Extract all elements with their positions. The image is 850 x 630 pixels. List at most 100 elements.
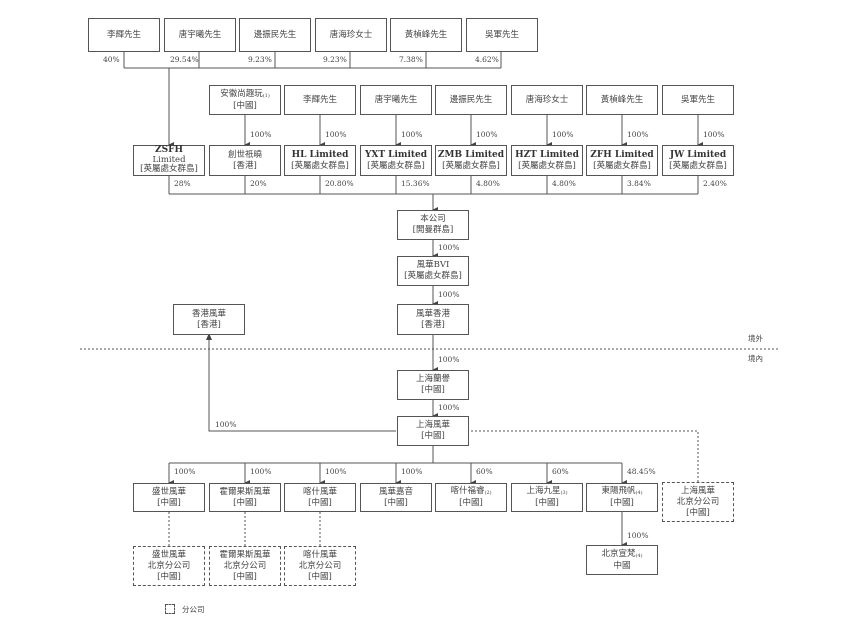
entity-location: 中國 <box>613 560 631 571</box>
pct-label: 100% <box>438 355 460 364</box>
entity-name: 風華嘉音 <box>378 486 413 497</box>
pct-label: 100% <box>476 130 498 139</box>
holding-entity-box: HZT Limited[英屬處女群島] <box>511 145 583 176</box>
subsidiary-box: 東陽飛帆(4)[中國] <box>586 483 658 512</box>
subsidiary-box: 霍爾果斯風華[中國] <box>209 483 281 512</box>
entity-name: HL Limited <box>291 149 349 160</box>
offshore-label: 境外 <box>748 334 763 343</box>
entity-name-line2: 北京分公司 <box>147 560 191 571</box>
legend-label: 分公司 <box>182 605 205 614</box>
footnote: (3) <box>560 490 568 496</box>
entity-location: [中國] <box>421 431 445 441</box>
pct-label: 60% <box>552 467 569 476</box>
entity-name: 風華BVI <box>416 260 450 270</box>
entity-name: ZMB Limited <box>437 149 505 160</box>
holding-entity-box: ZMB Limited[英屬處女群島] <box>435 145 507 176</box>
branch-box: 盛世風華北京分公司[中國] <box>133 546 205 586</box>
branch-box: 喀什風華北京分公司[中國] <box>284 546 356 586</box>
entity-name: 上海風華 <box>680 485 715 496</box>
pct-label: 40% <box>103 55 120 64</box>
pct-label: 3.84% <box>627 179 651 188</box>
owner-box: 邊振民先生 <box>435 85 507 115</box>
holding-entity-box: ZFH Limited[英屬處女群島] <box>586 145 658 176</box>
entity-location: [中國] <box>686 507 710 518</box>
shareholder-box: 唐海珍女士 <box>315 18 387 52</box>
pct-label: 48.45% <box>627 467 656 476</box>
shareholder-name: 李輝先生 <box>106 29 141 40</box>
owner-name: 邊振民先生 <box>449 94 493 105</box>
owner-box: 安徽尚趣玩(1)[中國] <box>209 85 281 115</box>
owner-location: [中國] <box>233 100 257 111</box>
shareholder-box: 李輝先生 <box>88 18 160 52</box>
entity-name: 創世祇曉 <box>227 149 262 160</box>
entity-name-line2: 北京分公司 <box>676 496 720 507</box>
holding-entity-box: YXT Limited[英屬處女群島] <box>360 145 432 176</box>
entity-name: 喀什風華 <box>302 486 337 497</box>
owner-box: 李輝先生 <box>284 85 356 115</box>
pct-label: 100% <box>438 290 460 299</box>
branch-box: 上海風華北京分公司[中國] <box>662 482 734 522</box>
hk-fenghua-box: 香港風華[香港] <box>173 304 245 335</box>
shareholder-box: 唐宇曦先生 <box>164 18 236 52</box>
entity-location: [香港] <box>197 319 221 330</box>
entity-name: 東陽飛帆 <box>601 486 636 496</box>
entity-location: [中國] <box>459 498 483 508</box>
subsidiary-box: 喀什福睿(2)[中國] <box>435 483 507 512</box>
subsidiary-box: 上海九星(3)[中國] <box>511 483 583 512</box>
pct-label: 100% <box>174 467 196 476</box>
footnote: (4) <box>635 552 643 559</box>
entity-name: ZFH Limited <box>590 149 654 160</box>
pct-label: 100% <box>325 467 347 476</box>
pct-label: 100% <box>250 130 272 139</box>
pct-label: 100% <box>401 467 423 476</box>
pct-label: 100% <box>215 420 237 429</box>
shareholder-name: 邊振民先生 <box>253 29 297 40</box>
pct-label: 9.23% <box>323 55 347 64</box>
entity-name: YXT Limited <box>364 149 428 160</box>
entity-location: [英屬處女群島] <box>442 160 500 171</box>
entity-name-line2: 北京分公司 <box>298 560 342 571</box>
shareholder-name: 黃楨峰先生 <box>404 29 448 40</box>
subsidiary-box: 盛世風華[中國] <box>133 483 205 512</box>
entity-name: 盛世風華 <box>151 486 186 497</box>
holding-entity-box: HL Limited[英屬處女群島] <box>284 145 356 176</box>
entity-name: 本公司 <box>420 214 446 224</box>
pct-label: 100% <box>325 130 347 139</box>
pct-label: 100% <box>627 531 649 540</box>
hk-box: 風華香港[香港] <box>397 304 469 335</box>
entity-location: [中國] <box>421 385 445 395</box>
shareholder-box: 邊振民先生 <box>239 18 311 52</box>
entity-name: 上海蘭譽 <box>415 374 450 384</box>
owner-box: 唐海珍女士 <box>511 85 583 115</box>
entity-location: [英屬處女群島] <box>518 160 576 171</box>
owner-box: 吳軍先生 <box>662 85 734 115</box>
entity-location: [英屬處女群島] <box>140 164 198 175</box>
entity-name: 香港風華 <box>191 308 226 319</box>
entity-name-line2: Limited <box>152 154 186 165</box>
entity-location: [英屬處女群島] <box>367 160 425 171</box>
pct-label: 4.80% <box>476 179 500 188</box>
entity-name: 霍爾果斯風華 <box>219 549 271 560</box>
pct-label: 100% <box>250 467 272 476</box>
pct-label: 28% <box>174 179 191 188</box>
entity-location: [開曼群島] <box>412 225 454 235</box>
entity-name: 風華香港 <box>415 308 450 319</box>
entity-name: 上海九星 <box>526 486 561 496</box>
shareholder-name: 吳軍先生 <box>484 29 519 40</box>
pct-label: 7.38% <box>399 55 423 64</box>
entity-name: 北京宣梵 <box>601 548 636 559</box>
footnote: (4) <box>635 490 643 496</box>
pct-label: 29.54% <box>170 55 199 64</box>
entity-location: [香港] <box>233 160 257 171</box>
pct-label: 100% <box>703 130 725 139</box>
shareholder-name: 唐宇曦先生 <box>178 29 222 40</box>
pct-label: 4.80% <box>552 179 576 188</box>
entity-name: HZT Limited <box>515 149 579 160</box>
shareholder-box: 黃楨峰先生 <box>390 18 462 52</box>
owner-name: 唐海珍女士 <box>525 94 569 105</box>
bvi-box: 風華BVI[英屬處女群島] <box>397 256 469 286</box>
pct-label: 15.36% <box>401 179 430 188</box>
pct-label: 20.80% <box>325 179 354 188</box>
branch-box: 霍爾果斯風華北京分公司[中國] <box>209 546 281 586</box>
